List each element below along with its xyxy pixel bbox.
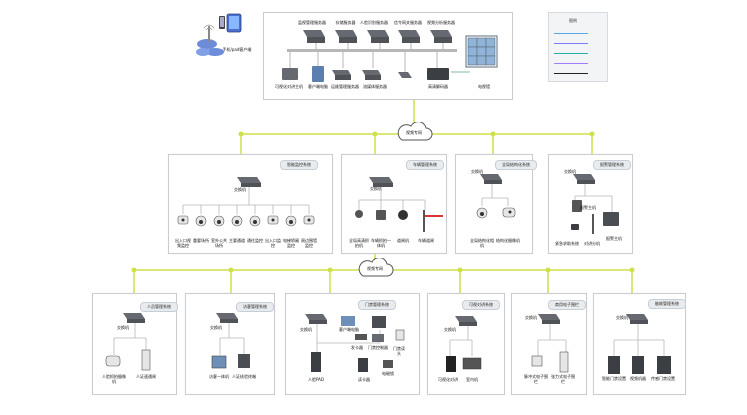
device-label: 人脸PAD bbox=[308, 377, 324, 382]
device-label: 周边围墙监控 bbox=[301, 238, 317, 248]
system-title: 智能监控系统 bbox=[280, 160, 318, 170]
device-label: 访客一体机 bbox=[209, 374, 229, 379]
device-label: 流媒体服务器 bbox=[363, 84, 387, 89]
device-label: 出入口视频监控 bbox=[175, 238, 191, 248]
switch-label: 交换机 bbox=[210, 325, 222, 330]
system-title: 人员管理系统 bbox=[140, 302, 178, 312]
device-label: 结构化摄像机 bbox=[496, 238, 520, 243]
legend-line bbox=[554, 43, 588, 44]
switch-label: 交换机 bbox=[471, 169, 483, 174]
server-label: 监视管理服务器 bbox=[298, 20, 326, 25]
device-label: 报警主机 bbox=[606, 236, 622, 241]
device-label: 报警主机 bbox=[580, 205, 596, 210]
system-title: 可视对讲系统 bbox=[462, 300, 500, 310]
device-label: 张力式电子围栏 bbox=[551, 374, 575, 384]
device-label: 车辆道闸 bbox=[418, 238, 434, 243]
device-label: 传感门禁设置 bbox=[651, 376, 675, 381]
system-title: 车辆管理系统 bbox=[406, 160, 444, 170]
device-label: 门禁读头 bbox=[393, 346, 405, 356]
system-title: 访客管理系统 bbox=[236, 302, 274, 312]
cloud-icon-top bbox=[397, 122, 433, 141]
legend-line bbox=[554, 33, 588, 34]
tablet-phone-icon bbox=[196, 13, 242, 56]
switch-label: 交换机 bbox=[234, 187, 246, 192]
system-box-surveillance bbox=[168, 154, 333, 254]
system-title: 门禁管理系统 bbox=[358, 300, 396, 310]
server-label: 信令网关服务器 bbox=[394, 20, 422, 25]
device-label: 可视化对讲主机 bbox=[275, 84, 303, 89]
cloud-label: 视频专网 bbox=[367, 266, 383, 271]
device-label: 运维管理服务器 bbox=[331, 84, 359, 89]
switch-label: 交换机 bbox=[564, 169, 576, 174]
system-title: 全局结构化系统 bbox=[495, 160, 537, 170]
system-title: 商用电子围栏 bbox=[548, 300, 586, 310]
system-title: 报警管理系统 bbox=[593, 160, 631, 170]
system-title: 能耗管理系统 bbox=[648, 299, 686, 309]
switch-label: 交换机 bbox=[370, 186, 382, 191]
device-label: 人脸抓拍摄像机 bbox=[102, 374, 126, 384]
system-box-intercom bbox=[427, 293, 505, 395]
device-label: 高清解码器 bbox=[428, 84, 448, 89]
device-label: 人证速通闸 bbox=[136, 374, 156, 379]
legend-title: 图例 bbox=[569, 18, 577, 23]
switch-label: 交换机 bbox=[117, 325, 129, 330]
device-label: 全局结构化相机 bbox=[470, 238, 494, 248]
switch-label: 交换机 bbox=[616, 315, 628, 320]
device-label: 室外公共场所 bbox=[211, 238, 227, 248]
device-label: 人证核验终端 bbox=[232, 374, 256, 379]
device-label: 可视化对讲 bbox=[438, 377, 458, 382]
device-label: 对讲分机 bbox=[584, 241, 600, 246]
device-label: 道闸机 bbox=[397, 238, 409, 243]
device-label: 客户端电脑 bbox=[339, 327, 359, 332]
device-label: 发卡器 bbox=[351, 345, 363, 350]
device-label: 电磁锁 bbox=[382, 371, 394, 376]
device-label: 出入口监控 bbox=[265, 238, 281, 248]
mobile-client-group bbox=[195, 12, 247, 60]
system-box-fence bbox=[511, 293, 587, 395]
device-label: 客户端电脑 bbox=[308, 84, 328, 89]
server-label: 视频分析服务器 bbox=[427, 20, 455, 25]
legend-box: 图例 bbox=[548, 12, 608, 82]
device-label: 电视墙 bbox=[478, 84, 490, 89]
legend-line bbox=[554, 63, 588, 64]
device-label: 视频机器 bbox=[630, 376, 646, 381]
cloud-icon-mid bbox=[358, 258, 394, 277]
device-label: 室内机 bbox=[466, 377, 478, 382]
server-label: 存储服务器 bbox=[335, 20, 356, 25]
switch-label: 交换机 bbox=[525, 315, 537, 320]
legend-line bbox=[554, 73, 588, 74]
switch-label: 交换机 bbox=[300, 327, 312, 332]
legend-line bbox=[554, 53, 588, 54]
cloud-label: 视频专网 bbox=[406, 130, 422, 135]
device-label: 门禁控制器 bbox=[368, 345, 388, 350]
device-label: 读卡器 bbox=[358, 377, 370, 382]
device-label: 紧急求助系统 bbox=[555, 241, 579, 246]
device-label: 脉冲式电子围栏 bbox=[524, 374, 548, 384]
device-label: 电梯轿厢监控 bbox=[283, 238, 299, 248]
system-box-access bbox=[285, 293, 420, 395]
mobile-client-label: 手机/pad客户端 bbox=[222, 47, 252, 52]
system-box-structured bbox=[455, 154, 533, 254]
switch-label: 交换机 bbox=[444, 327, 456, 332]
device-label: 车辆抓拍一体机 bbox=[371, 238, 391, 248]
device-label: 主要通道 bbox=[229, 238, 245, 243]
device-label: 通往监控 bbox=[247, 238, 263, 243]
device-label: 全局高清抓拍机 bbox=[349, 238, 369, 248]
device-label: 重要场所 bbox=[193, 238, 209, 243]
system-box-alarm bbox=[548, 154, 633, 254]
device-label: 智能门禁设置 bbox=[602, 376, 626, 381]
system-box-energy bbox=[593, 293, 686, 395]
server-label: 人脸识别服务器 bbox=[360, 20, 388, 25]
